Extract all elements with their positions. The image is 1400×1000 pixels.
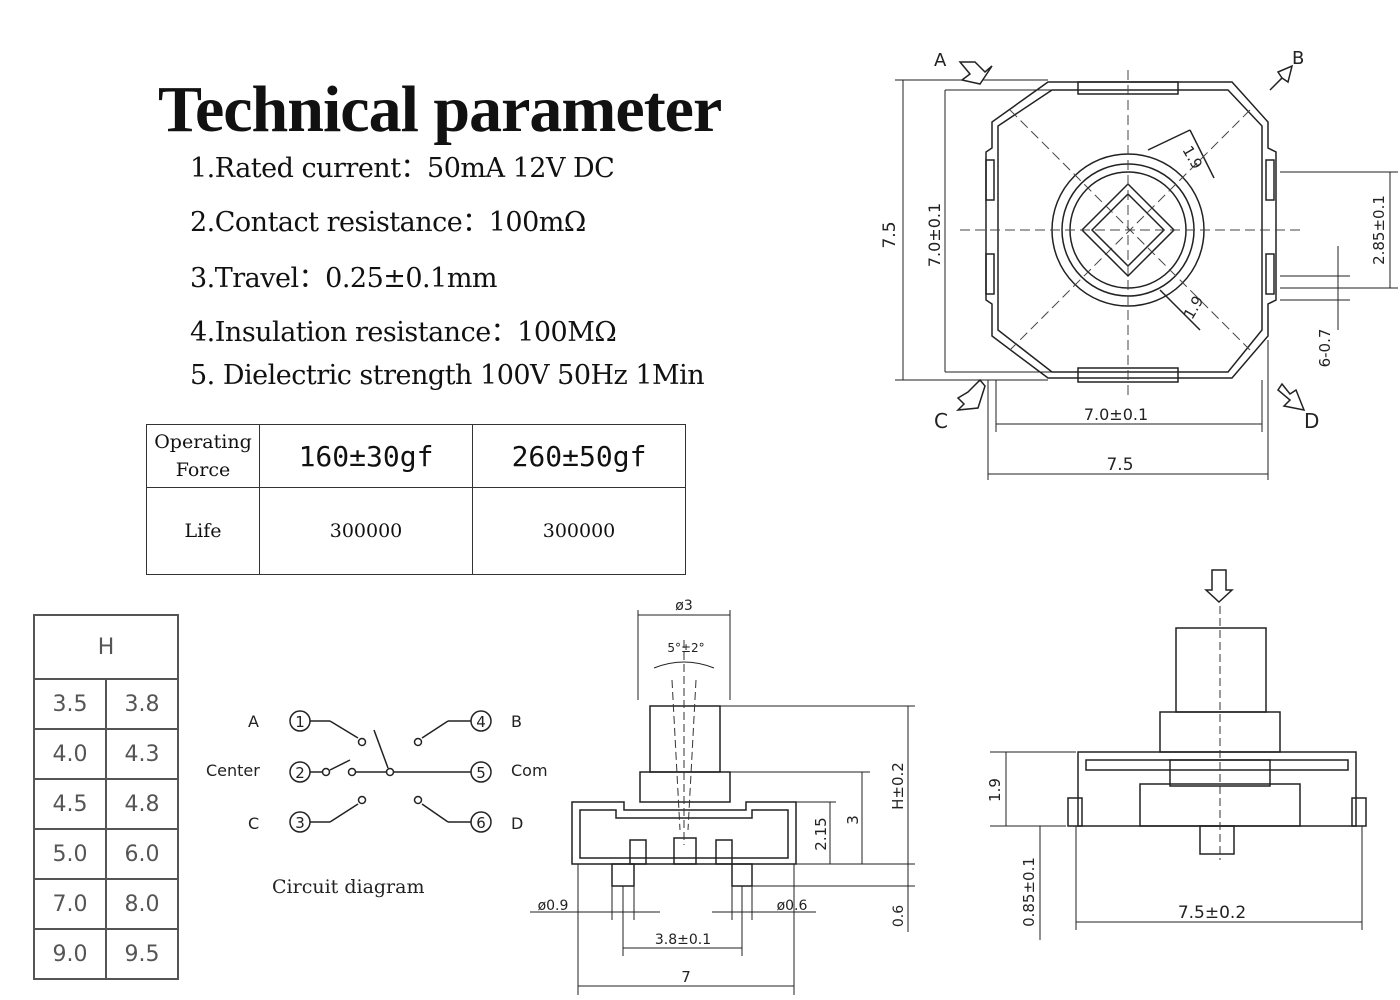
page-title: Technical parameter [158,73,722,146]
operating-force-label-line1: Operating [154,431,252,453]
pin-number-2: 2 [295,764,305,782]
dim-width-outer-text: 7.5 [1106,455,1133,475]
diag-dim-line-2 [1189,129,1215,179]
right-notch-lower [1265,253,1275,295]
corner-label-b: B [1292,48,1304,69]
circuit-label-com: Com [511,761,548,780]
height-value: 6.0 [105,828,179,880]
corner-arrow-d-icon [1277,382,1306,412]
height-value: 9.5 [105,928,179,980]
corner-label-a: A [934,50,947,71]
front-stem [1175,627,1267,713]
height-value: 4.0 [33,728,107,780]
dim-215-text: 2.15 [812,817,830,850]
pin-number-5: 5 [476,764,486,782]
circuit-label-d: D [511,814,523,833]
circuit-label-a: A [248,712,259,731]
front-foot-right [1351,797,1367,827]
left-notch-lower [985,253,995,295]
dim-06-text: 0.6 [891,905,907,927]
param-rated-current: 1.Rated current：50mA 12V DC [190,153,615,184]
param-contact-resistance: 2.Contact resistance：100mΩ [190,207,586,238]
dim-width-text: 7.5±0.2 [1178,903,1246,923]
front-pin [1199,825,1235,855]
height-table-header: H [33,614,179,680]
height-value: 4.3 [105,728,179,780]
circuit-label-center: Center [206,761,260,780]
dim-angle-text: 5°±2° [667,641,704,655]
press-arrow-icon [1204,569,1234,604]
corner-arrow-c-icon [955,378,986,411]
pin-number-1: 1 [295,713,305,731]
dim-pitch-text: 3.8±0.1 [655,932,711,948]
corner-label-c: C [934,409,948,433]
actuator-square [1080,182,1176,278]
circuit-label-b: B [511,712,522,731]
operating-force-label-line2: Force [175,459,231,481]
corner-label-d: D [1304,409,1319,433]
force-value-b: 260±50gf [472,424,686,488]
top-view-inner-outline [997,89,1263,373]
circuit-caption: Circuit diagram [272,876,424,898]
pin-number-3: 3 [295,814,305,832]
param-travel: 3.Travel：0.25±0.1mm [190,263,498,294]
force-value-a: 160±30gf [259,424,473,488]
corner-arrow-a-icon [958,61,993,85]
left-notch-upper [985,159,995,201]
bottom-tab [1077,367,1179,383]
right-notch-upper [1265,159,1275,201]
dim-pin-right-text: ø0.6 [777,898,808,914]
dim-pin-left-text: ø0.9 [538,898,569,914]
circuit-label-c: C [248,814,259,833]
dim-angle-arc [653,661,715,669]
dim-085-text: 0.85±0.1 [1020,857,1038,927]
param-dielectric-strength: 5. Dielectric strength 100V 50Hz 1Min [190,360,705,391]
side-collar [639,771,731,803]
height-value: 7.0 [33,878,107,930]
front-body-top-detail [1085,759,1349,771]
height-value: 3.5 [33,678,107,730]
side-body-inner [579,809,789,859]
dim-height-inner-text: 7.0±0.1 [925,203,944,267]
corner-arrow-b-icon [1269,64,1294,91]
life-value-b: 300000 [472,487,686,575]
dim-19-text: 1.9 [986,778,1004,802]
dim-stem-text: ø3 [675,598,692,614]
front-body [1077,751,1357,827]
dim-right-2-text: 6-0.7 [1316,329,1334,368]
dim-height-outer-text: 7.5 [880,221,900,248]
height-value: 3.8 [105,678,179,730]
dim-right-1-text: 2.85±0.1 [1370,195,1388,265]
life-row: Life 300000 300000 [146,487,686,575]
dim-width-inner-text: 7.0±0.1 [1084,405,1148,424]
front-foot-left [1067,797,1083,827]
diag-dim-line-1 [1147,129,1191,151]
operating-force-label: Operating Force [146,424,260,488]
force-life-table: Operating Force 160±30gf 260±50gf Life 3… [146,424,686,575]
pin-number-4: 4 [476,713,486,731]
height-value: 8.0 [105,878,179,930]
diag-dim-line-3 [1159,289,1201,331]
height-value: 4.8 [105,778,179,830]
height-value: 4.5 [33,778,107,830]
center-line-diagonal-2 [1009,109,1251,351]
dim-h-text: H±0.2 [889,762,907,810]
dim-3-text: 3 [844,815,862,825]
height-value: 5.0 [33,828,107,880]
dim-width-text: 7 [681,968,691,986]
side-pin-mid [673,837,697,865]
top-view-body-outline [985,81,1277,379]
height-value: 9.0 [33,928,107,980]
param-insulation-resistance: 4.Insulation resistance：100MΩ [190,317,617,348]
pin-number-6: 6 [476,814,486,832]
force-row: Operating Force 160±30gf 260±50gf [146,424,686,488]
